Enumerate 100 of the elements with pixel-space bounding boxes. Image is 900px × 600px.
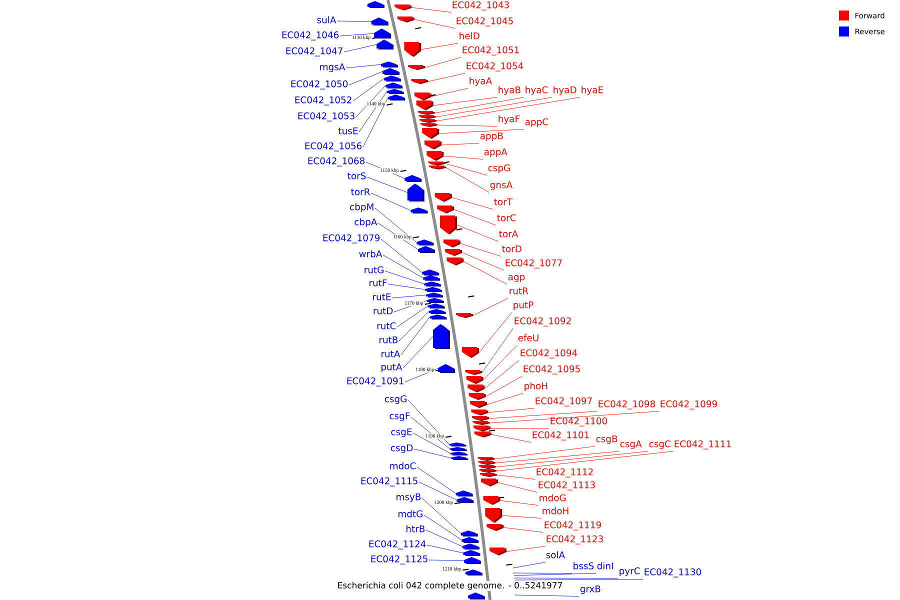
gene-block: [486, 524, 504, 531]
gene-label: hyaD: [554, 86, 576, 96]
gene-block: [408, 65, 426, 70]
leader-line: [408, 400, 450, 445]
gene-block: [468, 384, 485, 392]
gene-block: [422, 270, 440, 276]
gene-block: [456, 497, 474, 503]
gene-label: EC042_1123: [546, 535, 603, 544]
leader-line: [340, 33, 374, 36]
leader-line: [422, 498, 462, 534]
gene-block: [463, 550, 480, 556]
leader-line: [486, 376, 522, 397]
gene-block: [376, 40, 394, 50]
leader-line: [366, 176, 408, 193]
gene-label: helD: [460, 32, 480, 40]
gene-block: [490, 548, 507, 556]
gene-block: [423, 275, 440, 281]
leader-line: [424, 57, 462, 68]
leader-line: [460, 243, 502, 257]
leader-line: [416, 466, 456, 494]
gene-label: hyaC: [526, 86, 548, 96]
leader-line: [486, 393, 524, 405]
gene-label: csgB: [596, 436, 618, 444]
leader-line: [436, 97, 552, 118]
gene-block: [474, 432, 492, 438]
gene-label: EC042_1124: [369, 540, 426, 550]
gene-block: [422, 128, 440, 139]
leader-line: [502, 515, 542, 519]
gene-block: [430, 314, 447, 320]
gene-block: [428, 162, 446, 166]
gene-label: csgA: [620, 440, 642, 450]
gene-label: hyaB: [498, 86, 520, 96]
gene-block: [404, 175, 422, 182]
gene-block: [478, 461, 496, 465]
leader-line: [454, 209, 496, 226]
gene-label: csgD: [390, 444, 413, 454]
leader-line: [494, 446, 596, 460]
gene-label: EC042_1046: [282, 31, 339, 40]
leader-line: [362, 97, 388, 148]
gene-label: EC042_1091: [347, 377, 404, 386]
gene-block: [367, 1, 384, 8]
gene-label: tusE: [338, 128, 358, 134]
gene-label: csgC: [649, 440, 670, 450]
leader-line: [384, 270, 424, 284]
gene-label: EC042_1068: [308, 157, 365, 166]
gene-label: EC042_1054: [466, 62, 524, 72]
gene-block: [411, 79, 428, 84]
gene-block: [434, 193, 452, 202]
gene-label: EC042_1051: [462, 46, 519, 56]
leader-line: [378, 222, 418, 250]
gene-label: EC042_1092: [514, 317, 571, 326]
gene-label: hyaF: [498, 115, 520, 124]
leader-line: [346, 64, 382, 68]
leader-line: [426, 544, 464, 554]
gene-block: [478, 457, 495, 461]
gene-block: [437, 206, 454, 214]
gene-block: [465, 570, 482, 576]
leader-line: [412, 432, 451, 454]
leader-line: [438, 129, 524, 134]
leader-line: [488, 408, 534, 413]
gene-label: rutC: [377, 322, 396, 330]
leader-line: [418, 482, 457, 500]
gene-label: rutR: [510, 288, 528, 294]
leader-line: [431, 88, 468, 97]
leader-line: [428, 73, 466, 82]
gene-label: cbpA: [354, 218, 378, 228]
gene-block: [471, 410, 488, 416]
leader-line: [374, 208, 417, 243]
leader-line: [348, 71, 383, 86]
gene-label: EC042_1098: [598, 400, 655, 410]
gene-label: appB: [480, 132, 503, 142]
gene-block: [462, 537, 479, 543]
leader-line: [514, 579, 644, 580]
leader-line: [472, 298, 508, 316]
gene-label: EC042_1053: [298, 112, 354, 122]
gene-label: EC042_1094: [520, 349, 578, 358]
leader-line: [428, 560, 464, 561]
gene-label: torS: [348, 172, 366, 180]
gene-block: [480, 473, 497, 477]
gene-label: csgG: [384, 395, 406, 404]
gene-label: rutD: [374, 308, 393, 314]
gene-block: [382, 68, 400, 75]
gene-block: [472, 421, 490, 425]
gene-label: pyrC: [620, 567, 640, 576]
leader-line: [434, 97, 524, 114]
gene-block: [428, 309, 446, 314]
gene-label: hyaE: [582, 86, 603, 96]
leader-line: [402, 336, 434, 368]
gene-label: dinI: [597, 562, 613, 570]
leader-line: [452, 197, 494, 210]
gene-label: torD: [502, 246, 522, 252]
leader-line: [491, 434, 532, 443]
gene-block: [386, 82, 403, 88]
gene-block: [451, 456, 468, 460]
gene-label: agp: [508, 275, 525, 282]
leader-line: [400, 316, 430, 356]
leader-line: [514, 573, 596, 576]
gene-block: [404, 42, 422, 57]
gene-label: mdoH: [542, 507, 568, 514]
leader-line: [382, 254, 424, 278]
